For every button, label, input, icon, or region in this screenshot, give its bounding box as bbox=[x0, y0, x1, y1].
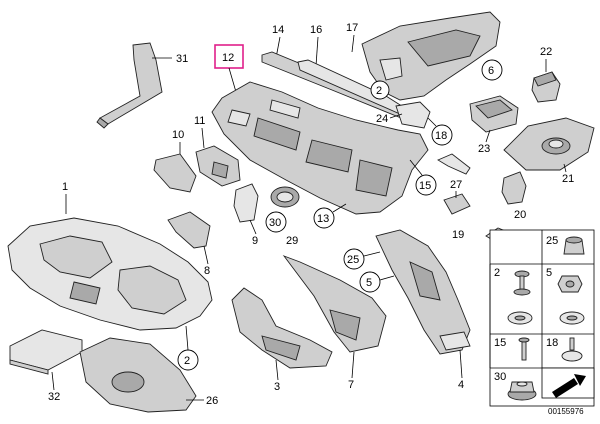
part-32-mat bbox=[9, 329, 83, 375]
direction-arrow-icon bbox=[552, 378, 578, 398]
table-label-25: 25 bbox=[546, 235, 558, 247]
callout-18: 18 bbox=[435, 130, 447, 142]
part-26-tray bbox=[79, 337, 197, 413]
callout-2-upper: 2 bbox=[376, 85, 382, 97]
part-27-pad bbox=[443, 193, 471, 215]
washer-hole-icon bbox=[514, 315, 526, 321]
table-label-18: 18 bbox=[546, 337, 558, 349]
callout-22: 22 bbox=[540, 46, 552, 58]
flange-nut-icon bbox=[507, 381, 537, 401]
part-22-block bbox=[531, 71, 561, 103]
callout-circle-30 bbox=[265, 211, 287, 233]
part-8-bracket bbox=[167, 211, 211, 249]
part-17-upper-shield bbox=[361, 11, 501, 101]
callout-19: 19 bbox=[452, 229, 464, 241]
table-label-5: 5 bbox=[546, 267, 552, 279]
fastener-table: 25 2 5 15 18 bbox=[489, 229, 595, 407]
callout-4: 4 bbox=[458, 379, 464, 391]
callout-15: 15 bbox=[419, 180, 431, 192]
part-4-side-insulation bbox=[375, 229, 471, 355]
callout-circle-2-upper bbox=[370, 80, 390, 100]
part-7-insulation bbox=[282, 255, 387, 353]
bolt-icon bbox=[518, 337, 530, 361]
callout-circle-6 bbox=[481, 59, 503, 81]
screw-washer-icon bbox=[513, 270, 531, 296]
callout-16: 16 bbox=[310, 24, 322, 36]
clip-nut-icon bbox=[561, 337, 583, 362]
part-31-strut bbox=[96, 42, 163, 129]
callout-5: 5 bbox=[366, 277, 372, 289]
callout-3: 3 bbox=[274, 381, 280, 393]
document-number: 00155976 bbox=[548, 407, 584, 416]
callout-6: 6 bbox=[488, 65, 494, 77]
table-label-2: 2 bbox=[494, 267, 500, 279]
callout-26: 26 bbox=[206, 395, 218, 407]
callout-10: 10 bbox=[172, 129, 184, 141]
callout-8: 8 bbox=[204, 265, 210, 277]
callout-circle-25 bbox=[343, 248, 365, 270]
table-label-15: 15 bbox=[494, 337, 506, 349]
callout-17: 17 bbox=[346, 22, 358, 34]
callout-circle-5 bbox=[359, 271, 381, 293]
callout-20: 20 bbox=[514, 209, 526, 221]
callout-11: 11 bbox=[194, 115, 205, 127]
callout-32: 32 bbox=[48, 391, 60, 403]
callout-9: 9 bbox=[252, 235, 258, 247]
callout-23: 23 bbox=[478, 143, 490, 155]
part-3-insulation bbox=[231, 287, 333, 369]
callout-circle-15 bbox=[415, 174, 437, 196]
callout-12: 12 bbox=[222, 52, 234, 64]
callout-circle-18 bbox=[431, 124, 453, 146]
part-23-pad bbox=[469, 95, 519, 133]
part-10-pad bbox=[153, 153, 197, 193]
callout-24: 24 bbox=[376, 113, 388, 125]
callout-13: 13 bbox=[317, 213, 329, 225]
part-11-pad bbox=[195, 145, 241, 187]
callout-2-lower: 2 bbox=[184, 355, 190, 367]
callout-31: 31 bbox=[176, 53, 188, 65]
plug-grommet-icon bbox=[563, 236, 585, 255]
callout-29: 29 bbox=[286, 235, 298, 247]
arrow-head-icon bbox=[574, 374, 586, 386]
part-20-bracket bbox=[501, 171, 527, 205]
table-label-30: 30 bbox=[494, 371, 506, 383]
part-24-bracket bbox=[395, 101, 431, 129]
callout-1: 1 bbox=[62, 181, 68, 193]
part-30-grommet bbox=[270, 186, 300, 208]
callout-14: 14 bbox=[272, 24, 284, 36]
nut-icon bbox=[557, 275, 583, 293]
part-1-floor-insulation bbox=[7, 217, 213, 331]
part-21-mount bbox=[503, 117, 595, 171]
part-9-clip bbox=[233, 183, 259, 223]
callout-circle-13 bbox=[313, 207, 335, 229]
callout-21: 21 bbox=[562, 173, 574, 185]
callout-30: 30 bbox=[269, 217, 281, 229]
callout-7: 7 bbox=[348, 379, 354, 391]
callout-25: 25 bbox=[347, 254, 359, 266]
part-12-bulkhead-insulation bbox=[211, 81, 429, 215]
washer-hole-icon-2 bbox=[566, 315, 578, 321]
part-27-clip bbox=[437, 153, 471, 175]
callout-27: 27 bbox=[450, 179, 462, 191]
